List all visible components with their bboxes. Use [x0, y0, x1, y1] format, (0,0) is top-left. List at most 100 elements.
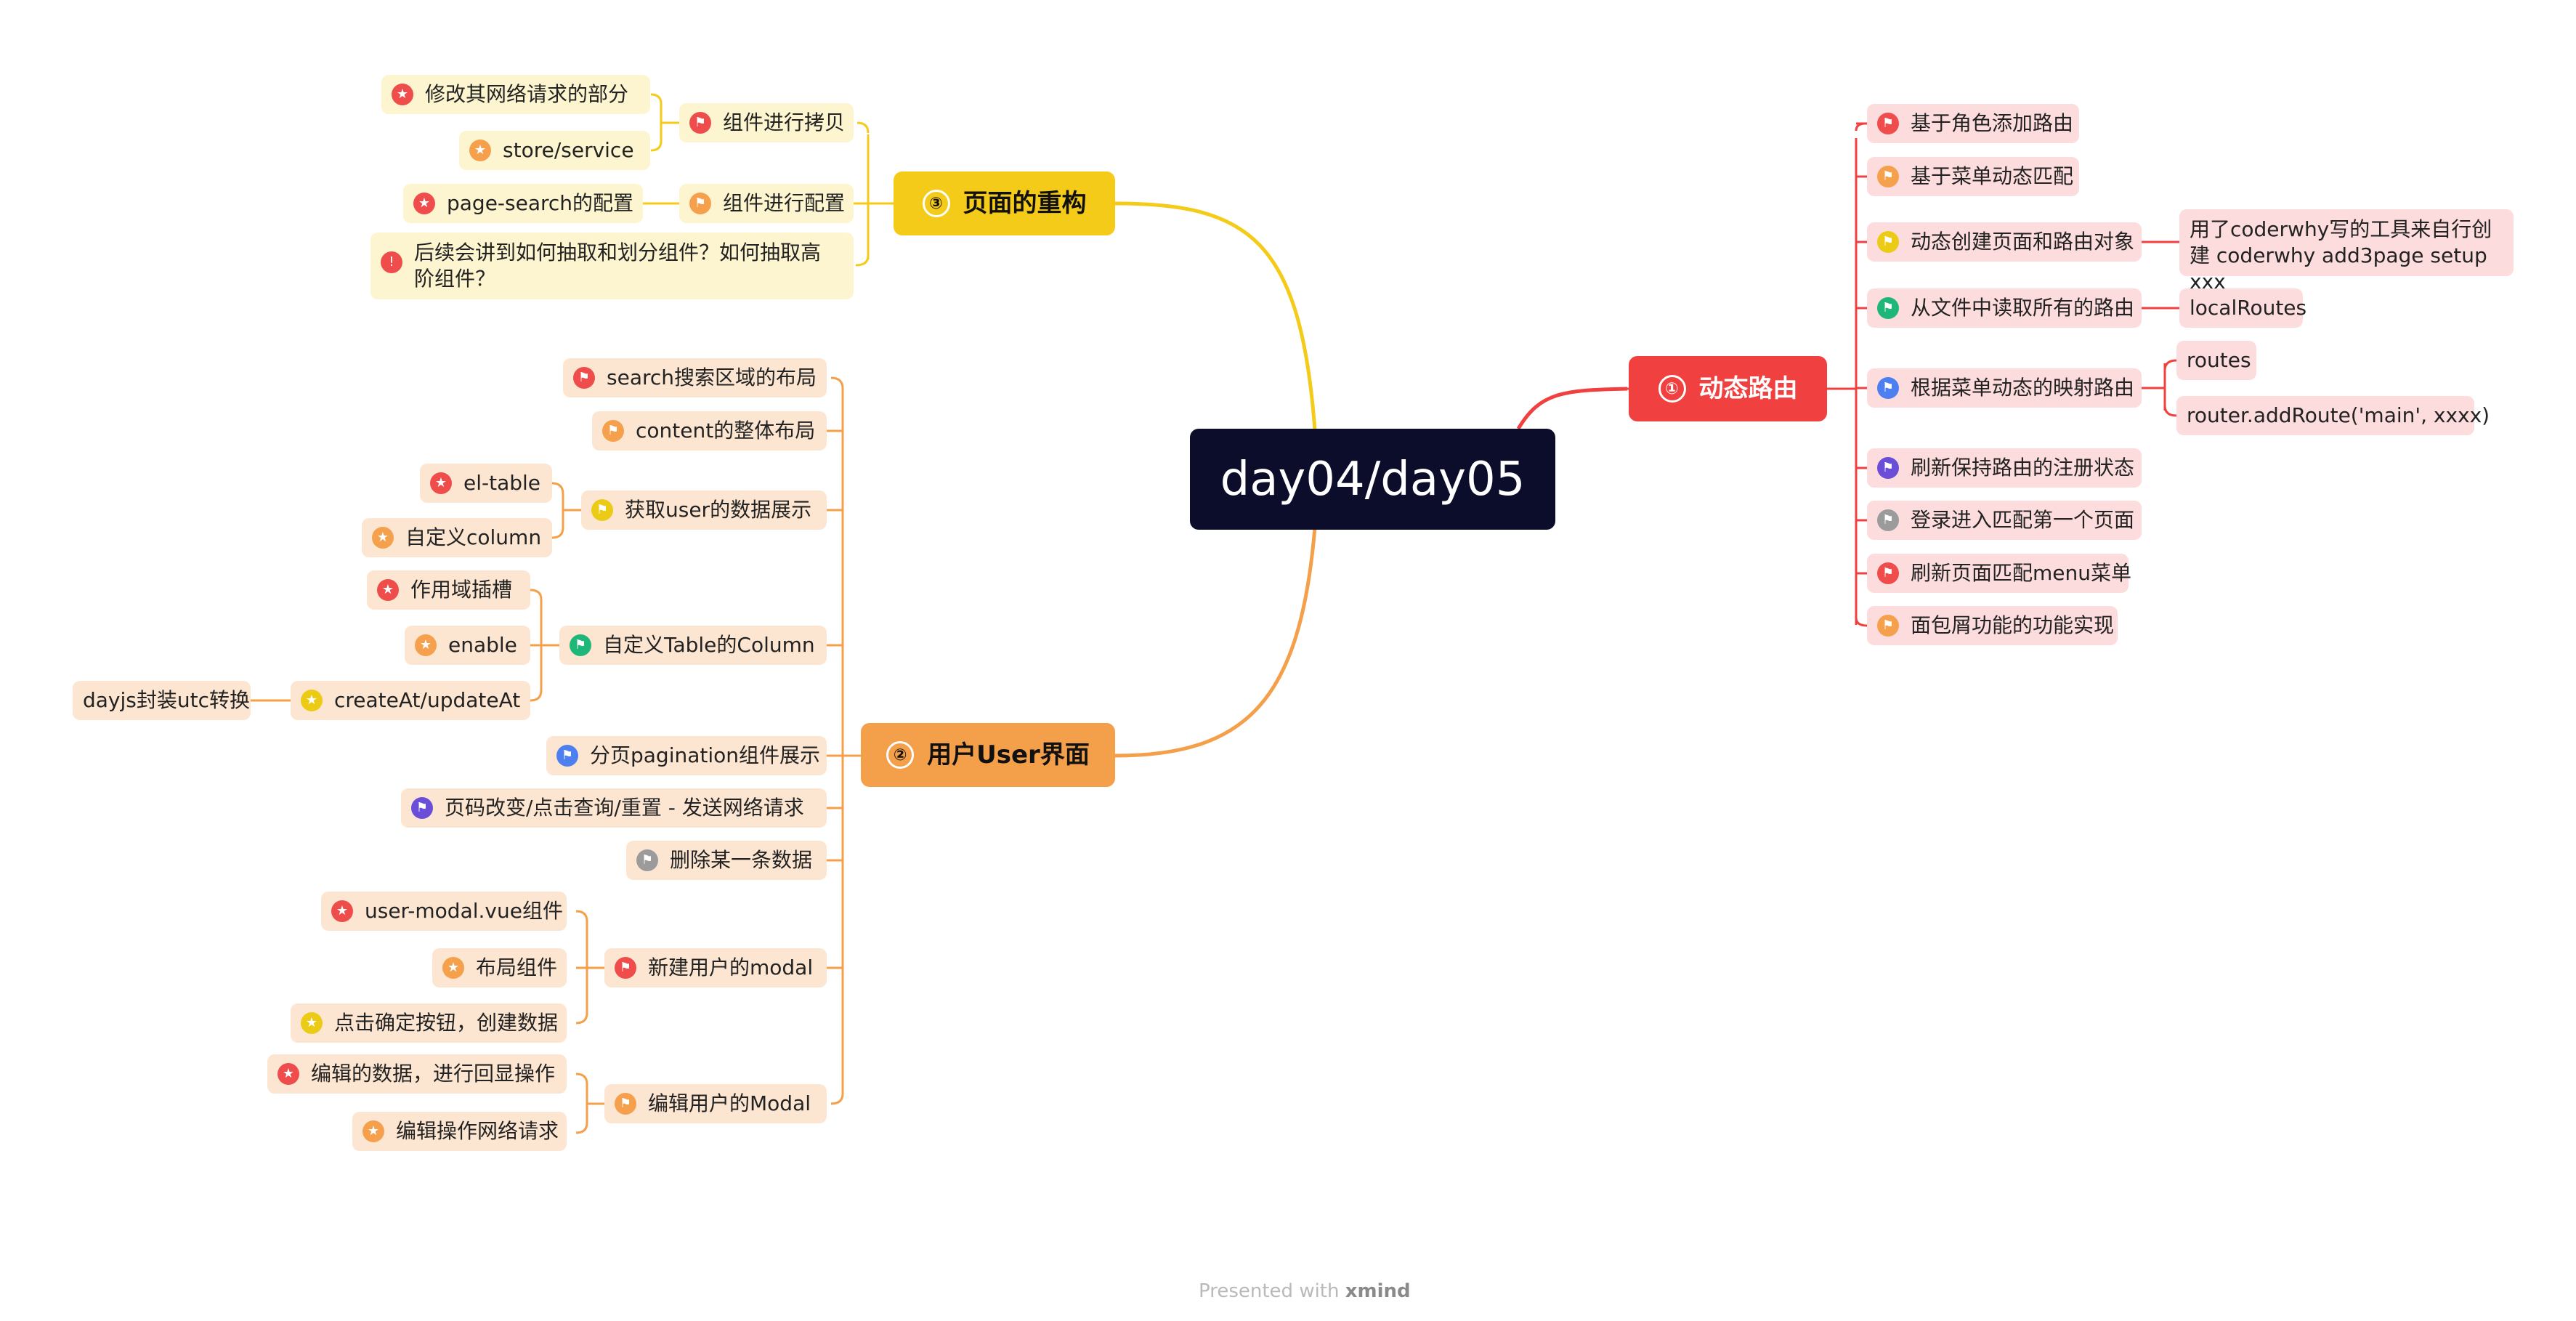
topic-label: 动态创建页面和路由对象	[1911, 230, 2135, 254]
alert-icon: !	[381, 251, 402, 273]
topic-edit-user-modal[interactable]: ⚑ 编辑用户的Modal	[604, 1084, 827, 1123]
topic-store-service[interactable]: ★ store/service	[459, 131, 650, 170]
topic-label: 后续会讲到如何抽取和划分组件？如何抽取高阶组件？	[414, 241, 822, 291]
topic-label: user-modal.vue组件	[365, 899, 563, 923]
topic-label: 基于菜单动态匹配	[1911, 164, 2074, 188]
topic-config-component[interactable]: ⚑ 组件进行配置	[679, 184, 854, 223]
star-icon: ★	[377, 579, 399, 601]
topic-label: 刷新保持路由的注册状态	[1911, 456, 2135, 480]
topic-create-update-at[interactable]: ★ createAt/updateAt	[291, 681, 530, 720]
branch2-links	[251, 376, 861, 1134]
topic-label: 组件进行拷贝	[723, 110, 846, 134]
flag-icon: ⚑	[1877, 562, 1899, 584]
branch-page-refactor[interactable]: ③ 页面的重构	[894, 171, 1115, 235]
star-icon: ★	[331, 900, 353, 922]
topic-routes[interactable]: routes	[2176, 341, 2256, 380]
topic-label: 编辑操作网络请求	[396, 1119, 559, 1143]
topic-map-routes[interactable]: ⚑ 根据菜单动态的映射路由	[1867, 368, 2142, 408]
topic-delete-row[interactable]: ⚑ 删除某一条数据	[626, 841, 827, 880]
branch-dynamic-routes[interactable]: ① 动态路由	[1629, 356, 1827, 421]
star-icon: ★	[430, 472, 452, 494]
flag-icon: ⚑	[602, 420, 624, 442]
branch-user-page[interactable]: ② 用户User界面	[861, 723, 1115, 787]
topic-keep-state[interactable]: ⚑ 刷新保持路由的注册状态	[1867, 448, 2142, 488]
topic-create-user-modal[interactable]: ⚑ 新建用户的modal	[604, 948, 827, 987]
topic-label: 组件进行配置	[723, 191, 846, 215]
topic-future-extraction[interactable]: ! 后续会讲到如何抽取和划分组件？如何抽取高阶组件？	[370, 233, 854, 299]
star-icon: ★	[415, 634, 437, 656]
topic-label: 从文件中读取所有的路由	[1911, 296, 2135, 320]
topic-confirm-create[interactable]: ★ 点击确定按钮，创建数据	[291, 1003, 567, 1043]
presented-with-xmind: Presented with xmind	[1199, 1280, 1411, 1302]
topic-search-layout[interactable]: ⚑ search搜索区域的布局	[563, 358, 827, 397]
link-center-branch1	[1516, 387, 1628, 430]
topic-role-routes[interactable]: ⚑ 基于角色添加路由	[1867, 104, 2079, 143]
topic-label: 修改其网络请求的部分	[425, 82, 629, 106]
central-topic[interactable]: day04/day05	[1190, 429, 1555, 530]
flag-icon: ⚑	[615, 957, 636, 979]
topic-breadcrumb[interactable]: ⚑ 面包屑功能的功能实现	[1867, 606, 2118, 645]
topic-add-route[interactable]: router.addRoute('main', xxxx)	[2176, 396, 2490, 435]
star-icon: ★	[301, 690, 323, 711]
topic-scoped-slot[interactable]: ★ 作用域插槽	[367, 570, 530, 610]
flag-icon: ⚑	[689, 193, 711, 214]
topic-refresh-menu[interactable]: ⚑ 刷新页面匹配menu菜单	[1867, 554, 2131, 593]
flag-icon: ⚑	[1877, 113, 1899, 134]
topic-label: el-table	[463, 471, 541, 495]
topic-label: 新建用户的modal	[648, 956, 814, 979]
branch-number-badge: ③	[922, 190, 950, 217]
topic-edit-echo[interactable]: ★ 编辑的数据，进行回显操作	[267, 1054, 567, 1094]
topic-custom-column[interactable]: ★ 自定义column	[362, 518, 552, 557]
topic-local-routes[interactable]: localRoutes	[2179, 288, 2307, 328]
topic-label: 删除某一条数据	[670, 848, 813, 872]
flag-icon: ⚑	[1877, 231, 1899, 253]
topic-create-page[interactable]: ⚑ 动态创建页面和路由对象	[1867, 222, 2142, 262]
topic-el-table[interactable]: ★ el-table	[420, 464, 552, 503]
topic-pagination[interactable]: ⚑ 分页pagination组件展示	[546, 736, 827, 775]
topic-label: 自定义Table的Column	[603, 633, 815, 657]
topic-label: 根据菜单动态的映射路由	[1911, 376, 2135, 400]
flag-icon: ⚑	[1877, 377, 1899, 399]
branch-label: 用户User界面	[927, 740, 1090, 769]
topic-label: 用了coderwhy写的工具来自行创建 coderwhy add3page se…	[2190, 217, 2492, 294]
flag-icon: ⚑	[591, 499, 613, 521]
topic-page-change-request[interactable]: ⚑ 页码改变/点击查询/重置 - 发送网络请求	[401, 788, 827, 828]
star-icon: ★	[392, 84, 413, 105]
branch-number-badge: ①	[1658, 375, 1686, 403]
topic-login-first-page[interactable]: ⚑ 登录进入匹配第一个页面	[1867, 501, 2142, 540]
topic-label: 分页pagination组件展示	[590, 743, 821, 767]
topic-enable[interactable]: ★ enable	[405, 626, 530, 665]
topic-label: 布局组件	[476, 956, 558, 979]
topic-dayjs-utc[interactable]: dayjs封装utc转换	[73, 681, 251, 720]
branch-label: 页面的重构	[963, 189, 1087, 218]
branch3-links	[643, 93, 894, 267]
topic-label: 获取user的数据展示	[625, 498, 812, 522]
topic-copy-component[interactable]: ⚑ 组件进行拷贝	[679, 103, 854, 142]
topic-user-data[interactable]: ⚑ 获取user的数据展示	[581, 490, 827, 530]
flag-icon: ⚑	[570, 634, 591, 656]
topic-label: dayjs封装utc转换	[83, 688, 250, 712]
topic-read-routes[interactable]: ⚑ 从文件中读取所有的路由	[1867, 288, 2142, 328]
topic-label: page-search的配置	[447, 191, 634, 215]
flag-icon: ⚑	[556, 745, 578, 767]
topic-label: 编辑的数据，进行回显操作	[311, 1062, 556, 1086]
star-icon: ★	[413, 193, 435, 214]
topic-user-modal-vue[interactable]: ★ user-modal.vue组件	[321, 892, 567, 931]
topic-label: store/service	[503, 138, 634, 162]
topic-label: content的整体布局	[636, 419, 816, 443]
flag-icon: ⚑	[689, 112, 711, 134]
topic-edit-request[interactable]: ★ 编辑操作网络请求	[352, 1112, 567, 1151]
topic-page-search-config[interactable]: ★ page-search的配置	[403, 184, 643, 223]
topic-custom-table-column[interactable]: ⚑ 自定义Table的Column	[559, 626, 827, 665]
topic-label: 刷新页面匹配menu菜单	[1911, 561, 2131, 585]
topic-content-layout[interactable]: ⚑ content的整体布局	[592, 411, 827, 451]
topic-coderwhy-tool[interactable]: 用了coderwhy写的工具来自行创建 coderwhy add3page se…	[2179, 209, 2514, 294]
flag-icon: ⚑	[411, 797, 433, 819]
topic-menu-match[interactable]: ⚑ 基于菜单动态匹配	[1867, 157, 2079, 196]
topic-modify-request[interactable]: ★ 修改其网络请求的部分	[381, 75, 650, 114]
flag-icon: ⚑	[636, 849, 658, 871]
topic-layout-component[interactable]: ★ 布局组件	[432, 948, 567, 987]
topic-label: localRoutes	[2190, 296, 2307, 320]
star-icon: ★	[301, 1012, 323, 1034]
